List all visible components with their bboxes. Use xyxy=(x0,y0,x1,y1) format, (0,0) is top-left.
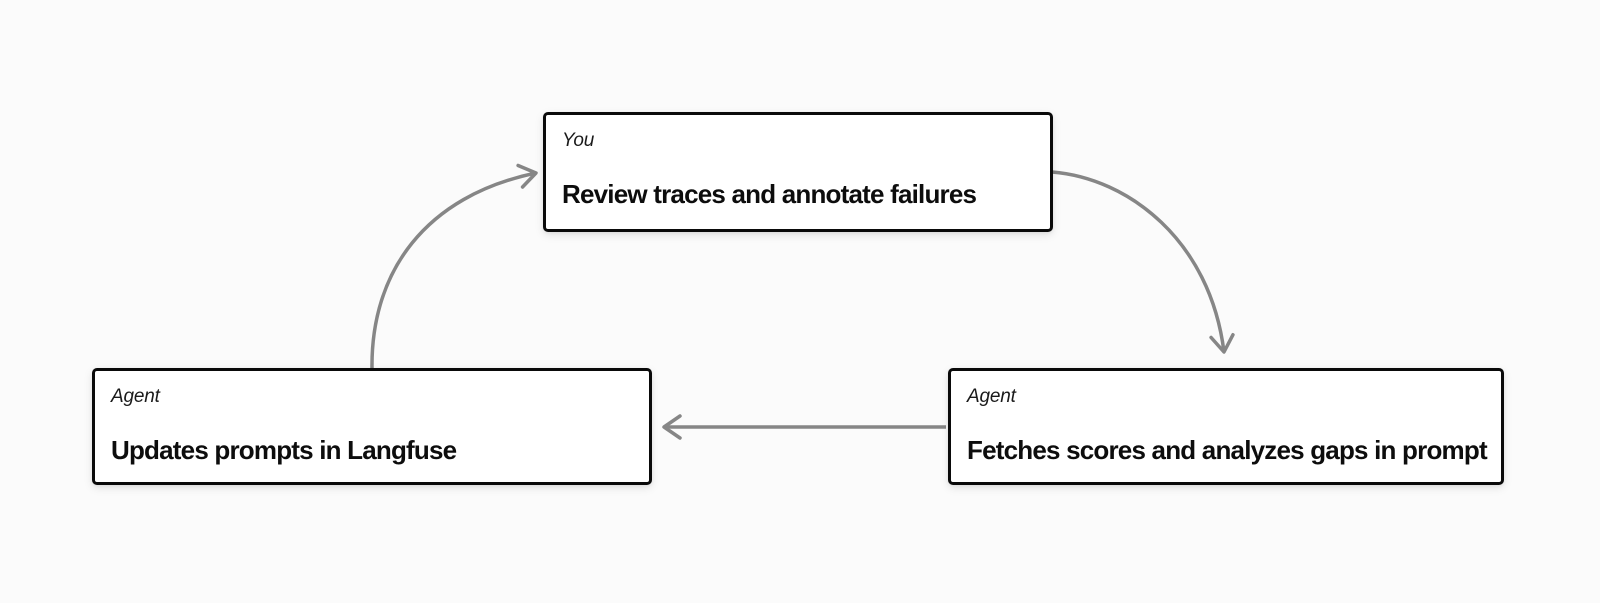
node-title: Review traces and annotate failures xyxy=(562,178,977,209)
node-title: Fetches scores and analyzes gaps in prom… xyxy=(967,434,1488,465)
node-you-review: You Review traces and annotate failures xyxy=(543,112,1053,232)
node-role-label: You xyxy=(562,130,595,151)
edge-review-to-fetch-arrow xyxy=(1051,170,1235,354)
node-agent-updates: Agent Updates prompts in Langfuse xyxy=(92,368,652,485)
node-role-label: Agent xyxy=(967,386,1016,407)
edge-update-to-review-arrow xyxy=(370,163,538,369)
node-role-label: Agent xyxy=(111,386,160,407)
node-title: Updates prompts in Langfuse xyxy=(111,434,457,465)
node-agent-fetches: Agent Fetches scores and analyzes gaps i… xyxy=(948,368,1504,485)
